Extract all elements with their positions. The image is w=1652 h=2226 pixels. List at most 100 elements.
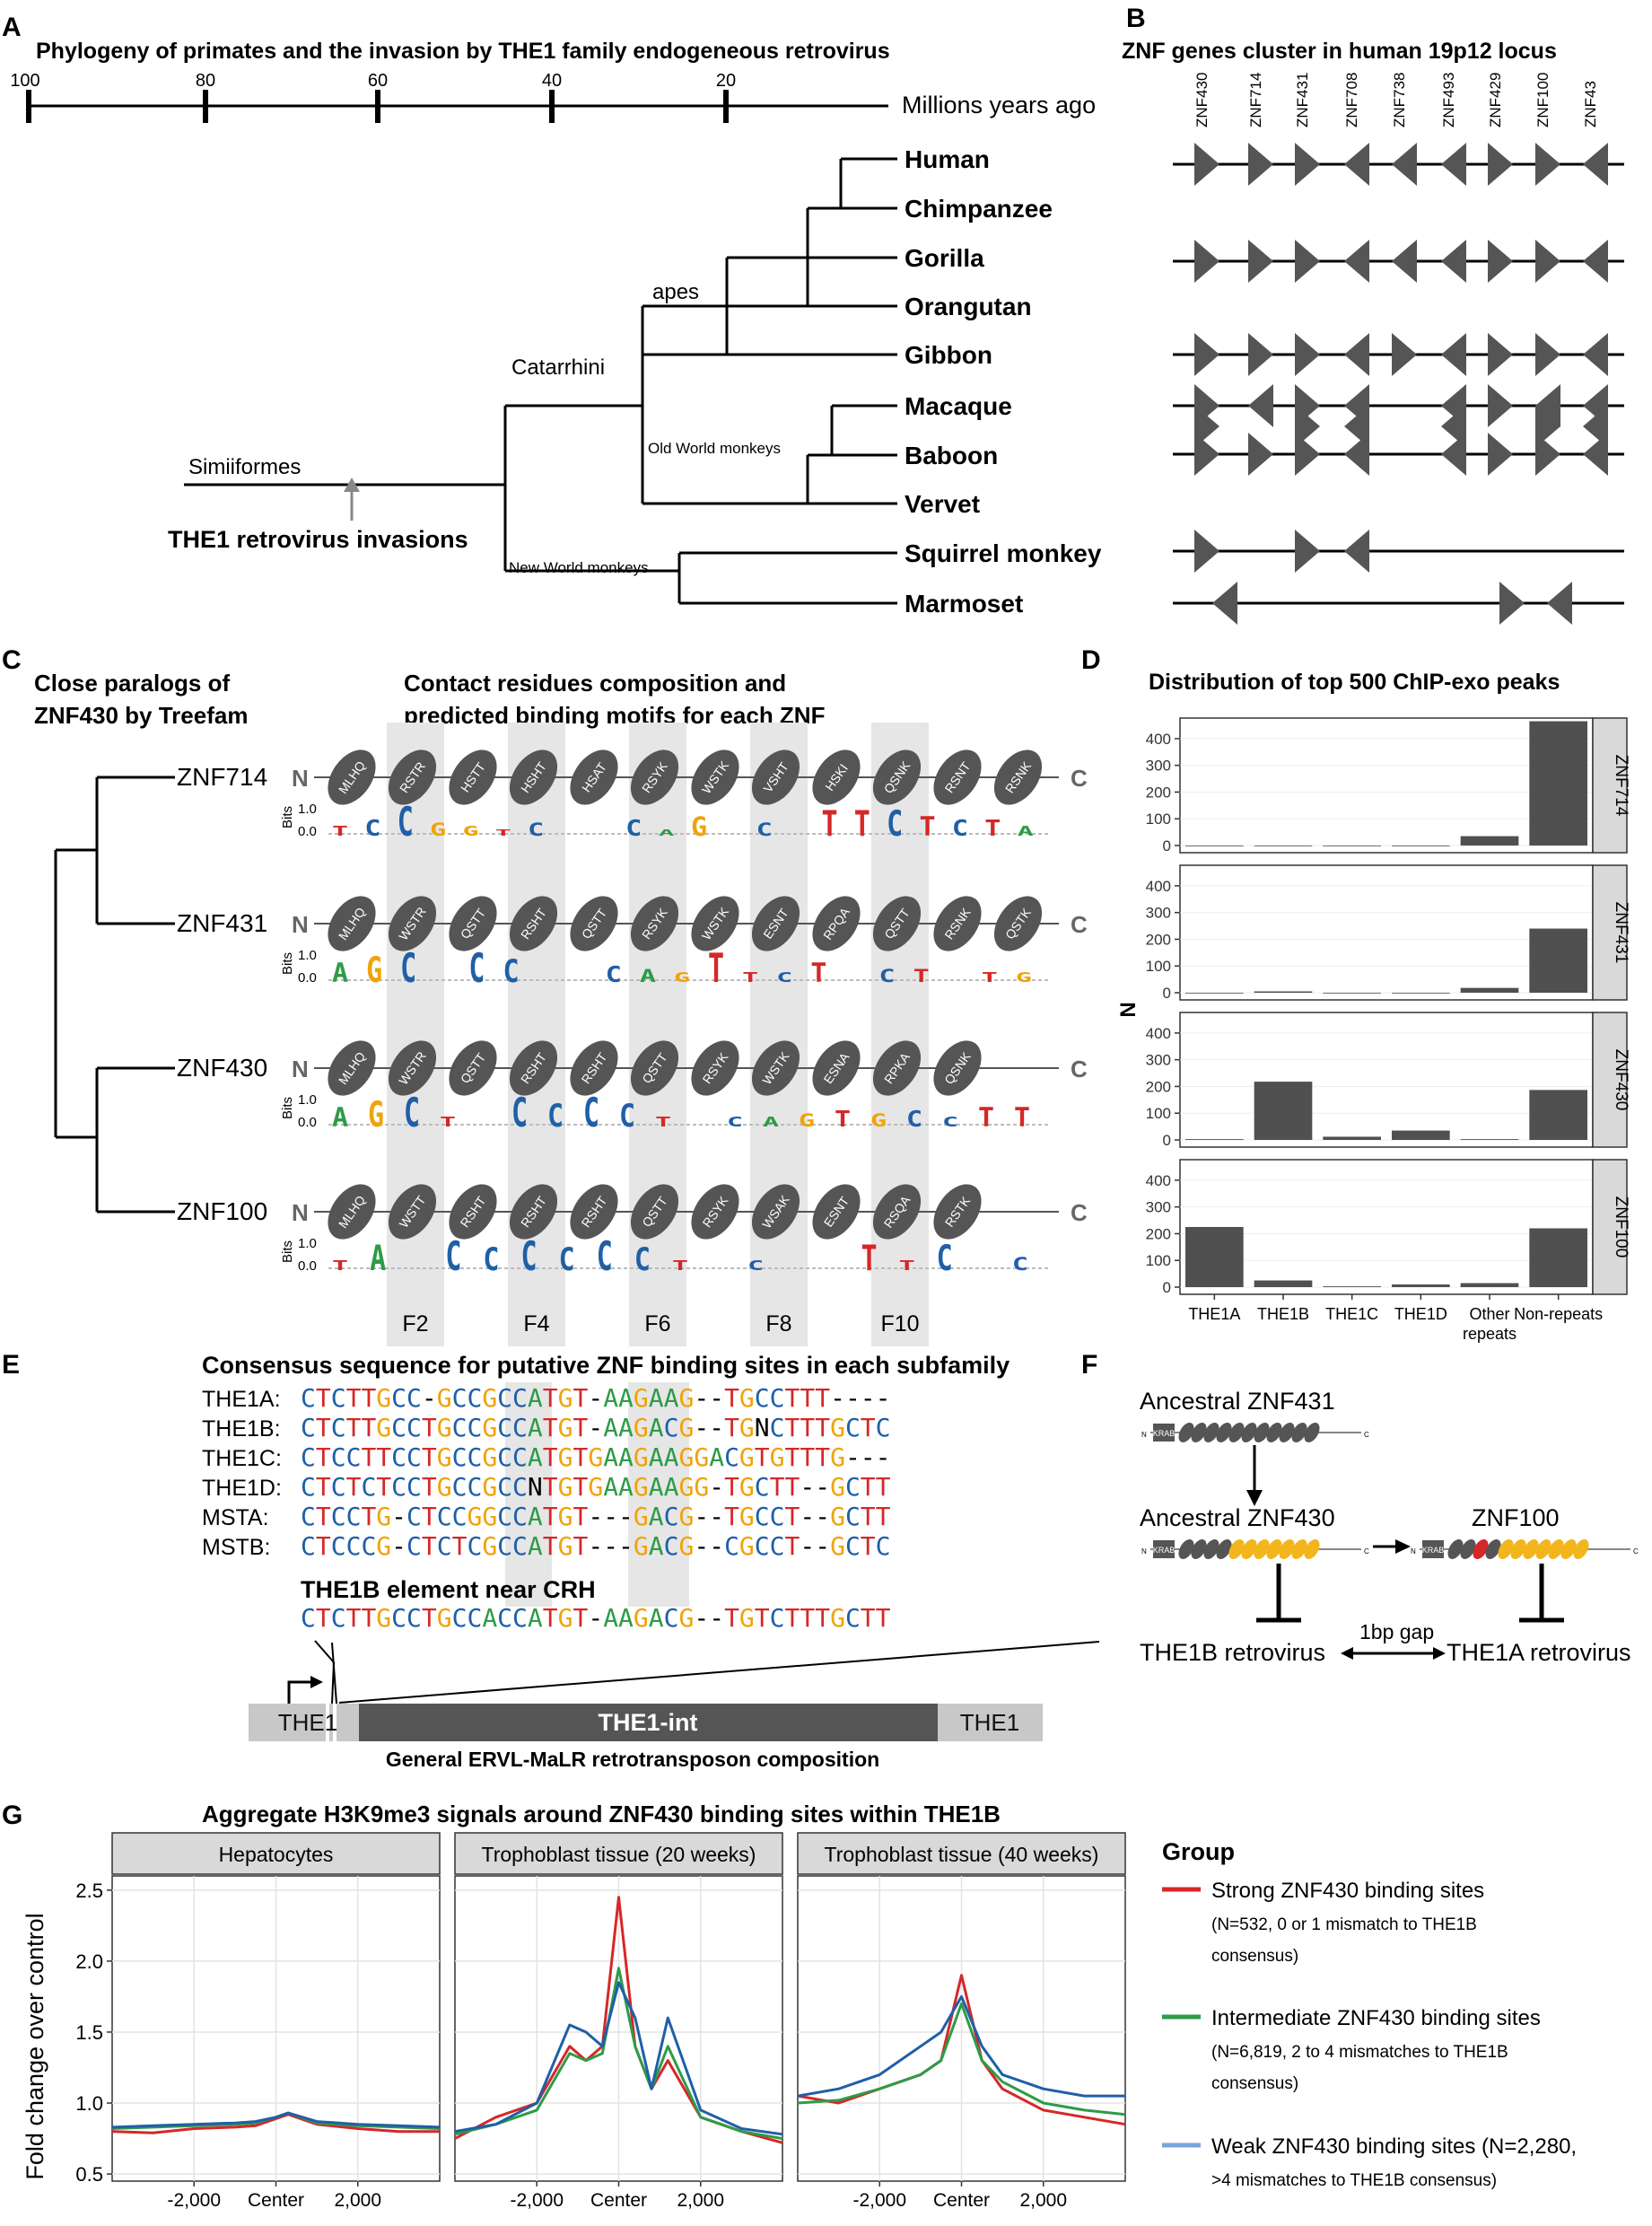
- zinc-finger: QSTT: [570, 896, 618, 951]
- d-ytick: 0: [1163, 1279, 1171, 1296]
- znf-name: ZNF431: [177, 909, 267, 937]
- legend-detail: (N=532, 0 or 1 mismatch to THE1B: [1211, 1915, 1477, 1934]
- legend-title: Group: [1162, 1838, 1235, 1865]
- gene-arrow: [1488, 384, 1513, 427]
- logo-y-bottom: 0.0: [298, 970, 317, 986]
- facet-strip: [454, 1832, 783, 1875]
- subfamily-label: MSTA:: [202, 1505, 269, 1530]
- panel-d-ylabel: N: [1116, 1002, 1141, 1017]
- facet-strip-label: Hepatocytes: [219, 1843, 334, 1866]
- logo-letter: T: [899, 1258, 915, 1274]
- facet-strip: [1592, 864, 1628, 1001]
- bar: [1185, 1227, 1244, 1287]
- panel-a-title: Phylogeny of primates and the invasion b…: [36, 39, 890, 64]
- logo-letter: C: [942, 1114, 958, 1130]
- gene-arrow: [1344, 530, 1369, 573]
- logo-letter: T: [672, 1258, 688, 1274]
- gene-arrow: [1344, 143, 1369, 186]
- zinc-finger: VSHT: [751, 749, 800, 805]
- d-ytick: 0: [1163, 1132, 1171, 1149]
- facet-strip: [111, 1832, 441, 1875]
- zinc-finger: QSNK: [872, 749, 922, 805]
- d-ytick: 100: [1146, 1252, 1171, 1269]
- gene-arrow: [1392, 143, 1417, 186]
- zinc-finger-icon: [1573, 1539, 1589, 1559]
- c-terminus: C: [1633, 1547, 1639, 1556]
- gene-arrow: [1194, 433, 1219, 476]
- gene-arrow: [1248, 143, 1273, 186]
- logo-letter: C: [776, 969, 792, 986]
- gene-arrow: [1392, 333, 1417, 376]
- species-chimpanzee: Chimpanzee: [905, 195, 1053, 223]
- zinc-finger-icon: [1266, 1539, 1282, 1559]
- logo-letter: C: [468, 945, 485, 992]
- logo-letter: G: [799, 1109, 815, 1130]
- clade-old-world-monkeys: Old World monkeys: [648, 440, 781, 457]
- znf-name: ZNF430: [177, 1054, 267, 1082]
- zinc-finger: ESNT: [751, 896, 800, 951]
- zinc-finger: RSTK: [933, 1184, 982, 1240]
- logo-letter: T: [742, 969, 758, 986]
- timeline-tick-60: 60: [368, 71, 388, 91]
- bar: [1254, 991, 1313, 993]
- logo-letter: A: [640, 965, 656, 986]
- timeline-tick-100: 100: [10, 71, 39, 91]
- zinc-finger: MLHQ: [328, 1040, 376, 1096]
- n-terminus: N: [292, 1199, 309, 1226]
- subfamily-label: THE1D:: [202, 1476, 282, 1501]
- zinc-finger: RSYK: [630, 749, 679, 805]
- panel-e: E Consensus sequence for putative ZNF bi…: [2, 1350, 1100, 1771]
- logo-letter: T: [978, 1102, 994, 1134]
- logo-y-bottom: 0.0: [298, 1258, 317, 1274]
- gene-arrow: [1547, 582, 1572, 625]
- panel-b-title: ZNF genes cluster in human 19p12 locus: [1122, 39, 1557, 64]
- zinc-finger: RPQA: [812, 896, 861, 951]
- logo-letter: C: [597, 1233, 613, 1280]
- zinc-finger: RSHT: [570, 1040, 618, 1096]
- c-terminus: C: [1071, 1056, 1088, 1082]
- zinc-finger: QSTT: [630, 1040, 679, 1096]
- panel-b-label: B: [1126, 4, 1146, 33]
- logo-letter: C: [906, 1107, 922, 1132]
- n-terminus: N: [1141, 1431, 1147, 1439]
- d-xtick: THE1A: [1188, 1305, 1240, 1323]
- zinc-finger: HSKI: [812, 749, 861, 805]
- gene-arrow: [1212, 582, 1237, 625]
- logo-letter: C: [634, 1241, 651, 1278]
- logo-letter: G: [674, 969, 690, 986]
- zinc-finger-icon: [1254, 1423, 1270, 1442]
- krab-label: KRAB: [1153, 1429, 1176, 1438]
- facet-strip-label: ZNF430: [1612, 1049, 1630, 1111]
- bar: [1254, 1280, 1313, 1287]
- zinc-finger-icon: [1191, 1539, 1207, 1559]
- subfamily-label: THE1B:: [202, 1416, 281, 1442]
- logo-bits-label: Bits: [280, 806, 295, 828]
- gene-arrow: [1295, 405, 1320, 448]
- gene-arrow: [1344, 240, 1369, 283]
- gene-arrow: [1441, 143, 1466, 186]
- panel-g-title: Aggregate H3K9me3 signals around ZNF430 …: [202, 1801, 1001, 1827]
- n-terminus: N: [292, 911, 309, 938]
- signal-line-weak: [454, 1981, 783, 2136]
- logo-letter: T: [332, 823, 348, 839]
- gene-arrow: [1535, 405, 1560, 448]
- gene-arrow: [1441, 405, 1466, 448]
- zinc-finger: QSTT: [872, 896, 922, 951]
- int-block: [359, 1704, 938, 1741]
- d-ytick: 100: [1146, 1105, 1171, 1122]
- logo-letter: C: [952, 816, 968, 841]
- species-marmoset: Marmoset: [905, 590, 1023, 618]
- logo-letter: C: [503, 953, 519, 990]
- zinc-finger: RSHT: [509, 896, 558, 951]
- signal-line-weak: [797, 1994, 1125, 2098]
- d-ytick: 300: [1146, 905, 1171, 922]
- ancestral-znf431-label: Ancestral ZNF431: [1140, 1388, 1335, 1415]
- logo-letter: T: [920, 811, 936, 843]
- legend-label: Strong ZNF430 binding sites: [1211, 1879, 1484, 1903]
- zinc-finger: RSTR: [388, 749, 437, 805]
- consensus-sequence: CTCTTGCCTGCCGCCATGT-AAGACG--TGNCTTTGCTC: [301, 1413, 891, 1442]
- zinc-finger: ESNT: [812, 1184, 861, 1240]
- zinc-finger: RSNK: [933, 896, 982, 951]
- species-orangutan: Orangutan: [905, 293, 1032, 320]
